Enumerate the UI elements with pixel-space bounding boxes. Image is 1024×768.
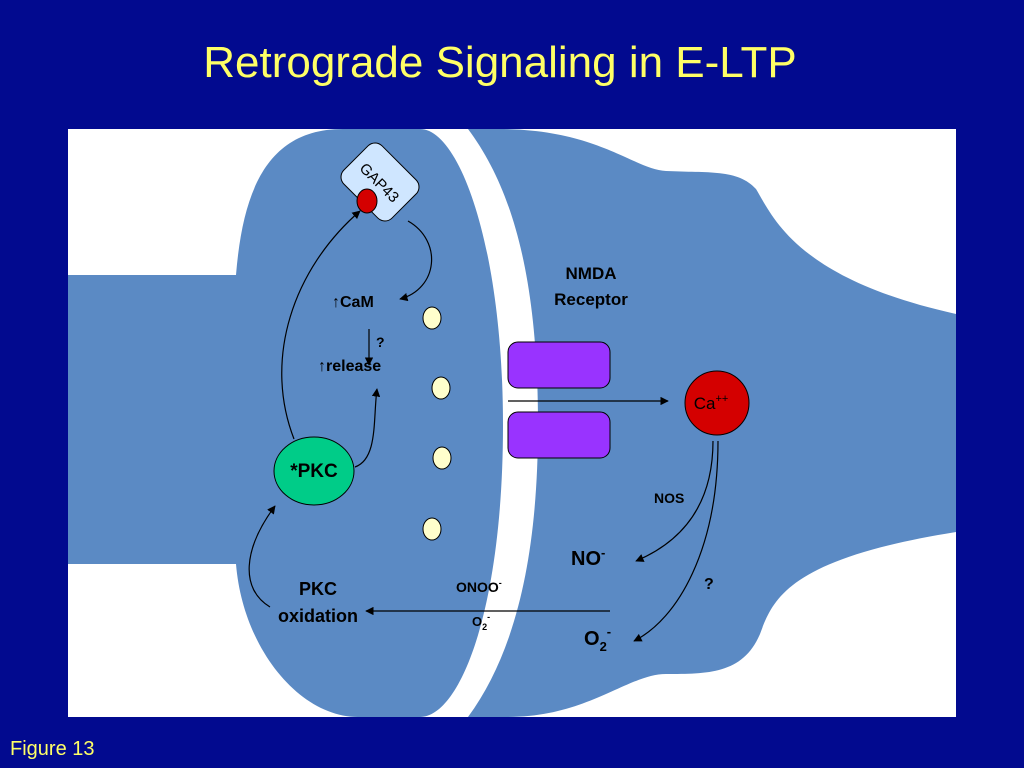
peroxynitrite-label: ONOO- — [456, 578, 502, 595]
superoxide-small-label: O2- — [472, 612, 490, 632]
pkc-oxidation-line2: oxidation — [278, 606, 358, 626]
pkc-label: *PKC — [290, 461, 338, 482]
figure-caption: Figure 13 — [10, 738, 95, 760]
arrow-pkc-to-release — [354, 388, 381, 468]
question-mark-superoxide: ? — [704, 576, 714, 593]
cam-label: ↑CaM — [332, 294, 374, 311]
superoxide-label: O2- — [584, 624, 611, 654]
pkc-enzyme — [273, 436, 355, 506]
pkc-oxidation-line1: PKC — [299, 579, 337, 599]
vesicle — [422, 517, 442, 541]
vesicle — [431, 376, 451, 400]
nmda-label-line2: Receptor — [554, 290, 628, 309]
no-label: NO- — [571, 545, 605, 570]
release-label: ↑release — [318, 358, 381, 375]
vesicle — [432, 446, 452, 470]
presynaptic-terminal — [68, 129, 503, 717]
arrow-calcium-to-no — [635, 440, 714, 562]
question-mark-release: ? — [376, 334, 385, 350]
arrow-calcium-to-superoxide — [633, 440, 719, 642]
signaling-diagram: GAP43 NMDA Receptor Ca++ *PKC ↑CaM ? ↑re… — [68, 129, 956, 717]
calcium-label: Ca++ — [694, 393, 729, 413]
arrow-oxidation-to-pkc — [248, 505, 276, 608]
calcium-ion — [684, 370, 750, 436]
nmda-receptor-upper — [507, 341, 611, 389]
phosphorylation-site — [356, 188, 378, 214]
nos-label: NOS — [654, 490, 684, 506]
arrow-gap43-to-cam — [399, 220, 433, 302]
arrow-pkc-to-gap43 — [281, 210, 361, 440]
vesicle — [422, 306, 442, 330]
nmda-label-line1: NMDA — [566, 264, 617, 283]
nmda-receptor-lower — [507, 411, 611, 459]
slide-title: Retrograde Signaling in E-LTP — [203, 38, 797, 87]
